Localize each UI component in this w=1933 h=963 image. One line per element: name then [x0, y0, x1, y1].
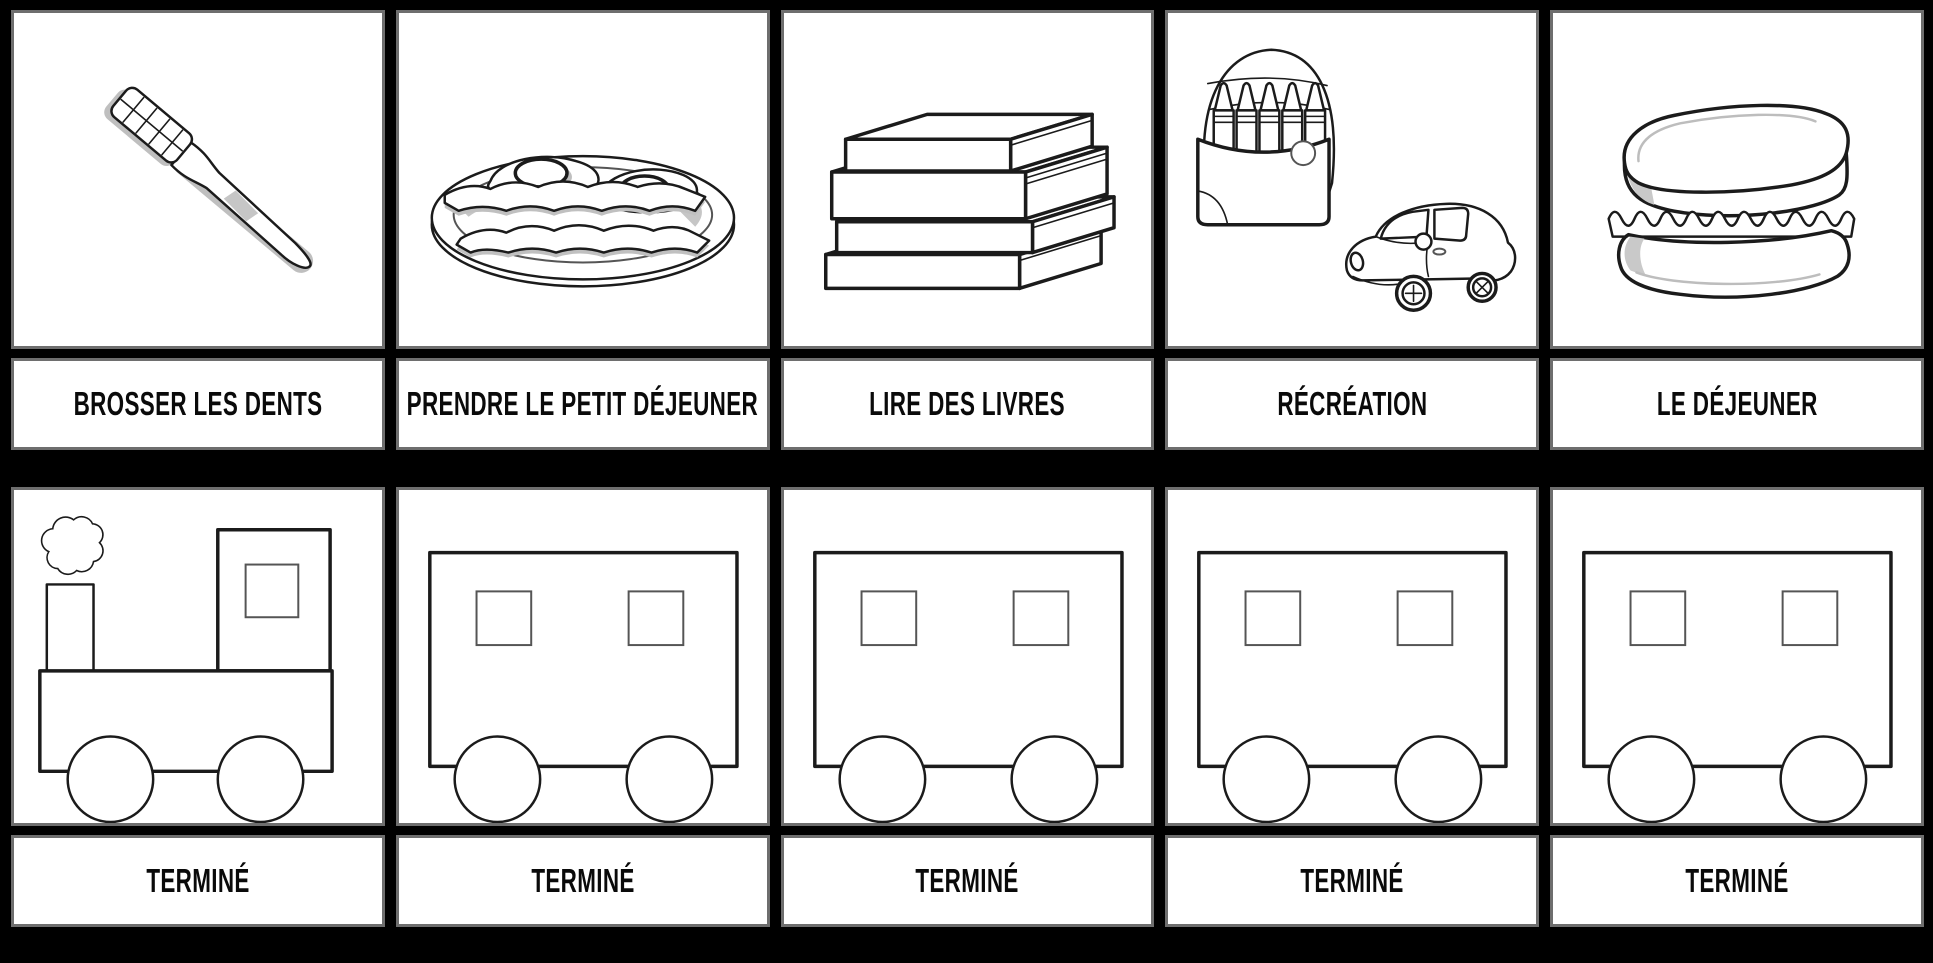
done-image-cell-train-car	[1165, 487, 1540, 826]
activity-label-cell: RÉCRÉATION	[1165, 358, 1540, 450]
book-stack-illustration	[823, 112, 1116, 291]
activity-label: LE DÉJEUNER	[1656, 385, 1818, 422]
done-image-cell-locomotive	[11, 487, 385, 826]
done-label: TERMINÉ	[146, 862, 250, 899]
train-car-illustration	[427, 550, 739, 823]
activities-group: BROSSER LES DENTS PRENDRE LE PETIT DÉJEU…	[11, 10, 1924, 450]
done-label: TERMINÉ	[1300, 862, 1404, 899]
sandwich-illustration	[1607, 103, 1856, 299]
activity-image-cell-breakfast	[395, 10, 770, 349]
done-train-group: TERMINÉ TERMINÉ TERMINÉ TERMINÉ TERMINÉ	[11, 487, 1924, 927]
train-car-illustration	[1582, 550, 1893, 823]
done-label: TERMINÉ	[1685, 862, 1789, 899]
crayons-and-toy-car-illustration	[1196, 48, 1517, 312]
breakfast-plate-illustration	[430, 154, 736, 288]
activity-label: PRENDRE LE PETIT DÉJEUNER	[407, 385, 759, 422]
activity-label-cell: LE DÉJEUNER	[1550, 358, 1924, 450]
activity-label: BROSSER LES DENTS	[73, 385, 323, 422]
toothbrush-illustration	[104, 86, 314, 273]
done-label-cell: TERMINÉ	[395, 835, 770, 927]
activity-image-cell-read-books	[780, 10, 1155, 349]
done-label-cell: TERMINÉ	[780, 835, 1155, 927]
activity-label: RÉCRÉATION	[1277, 385, 1428, 422]
done-label: TERMINÉ	[531, 862, 635, 899]
done-label-cell: TERMINÉ	[1550, 835, 1924, 927]
done-label-cell: TERMINÉ	[1165, 835, 1540, 927]
activity-label-cell: PRENDRE LE PETIT DÉJEUNER	[395, 358, 770, 450]
done-label-cell: TERMINÉ	[11, 835, 385, 927]
done-image-cell-train-car	[780, 487, 1155, 826]
activity-image-cell-lunch	[1550, 10, 1924, 349]
train-car-illustration	[1197, 550, 1509, 823]
activity-label-cell: LIRE DES LIVRES	[780, 358, 1155, 450]
done-image-cell-train-car	[1550, 487, 1924, 826]
done-label: TERMINÉ	[915, 862, 1020, 899]
train-car-illustration	[812, 550, 1124, 823]
train-locomotive-illustration	[38, 515, 334, 823]
activity-label: LIRE DES LIVRES	[869, 385, 1066, 422]
activity-image-cell-recess	[1165, 10, 1540, 349]
activity-image-cell-brush-teeth	[11, 10, 385, 349]
done-image-cell-train-car	[395, 487, 770, 826]
activity-label-cell: BROSSER LES DENTS	[11, 358, 385, 450]
